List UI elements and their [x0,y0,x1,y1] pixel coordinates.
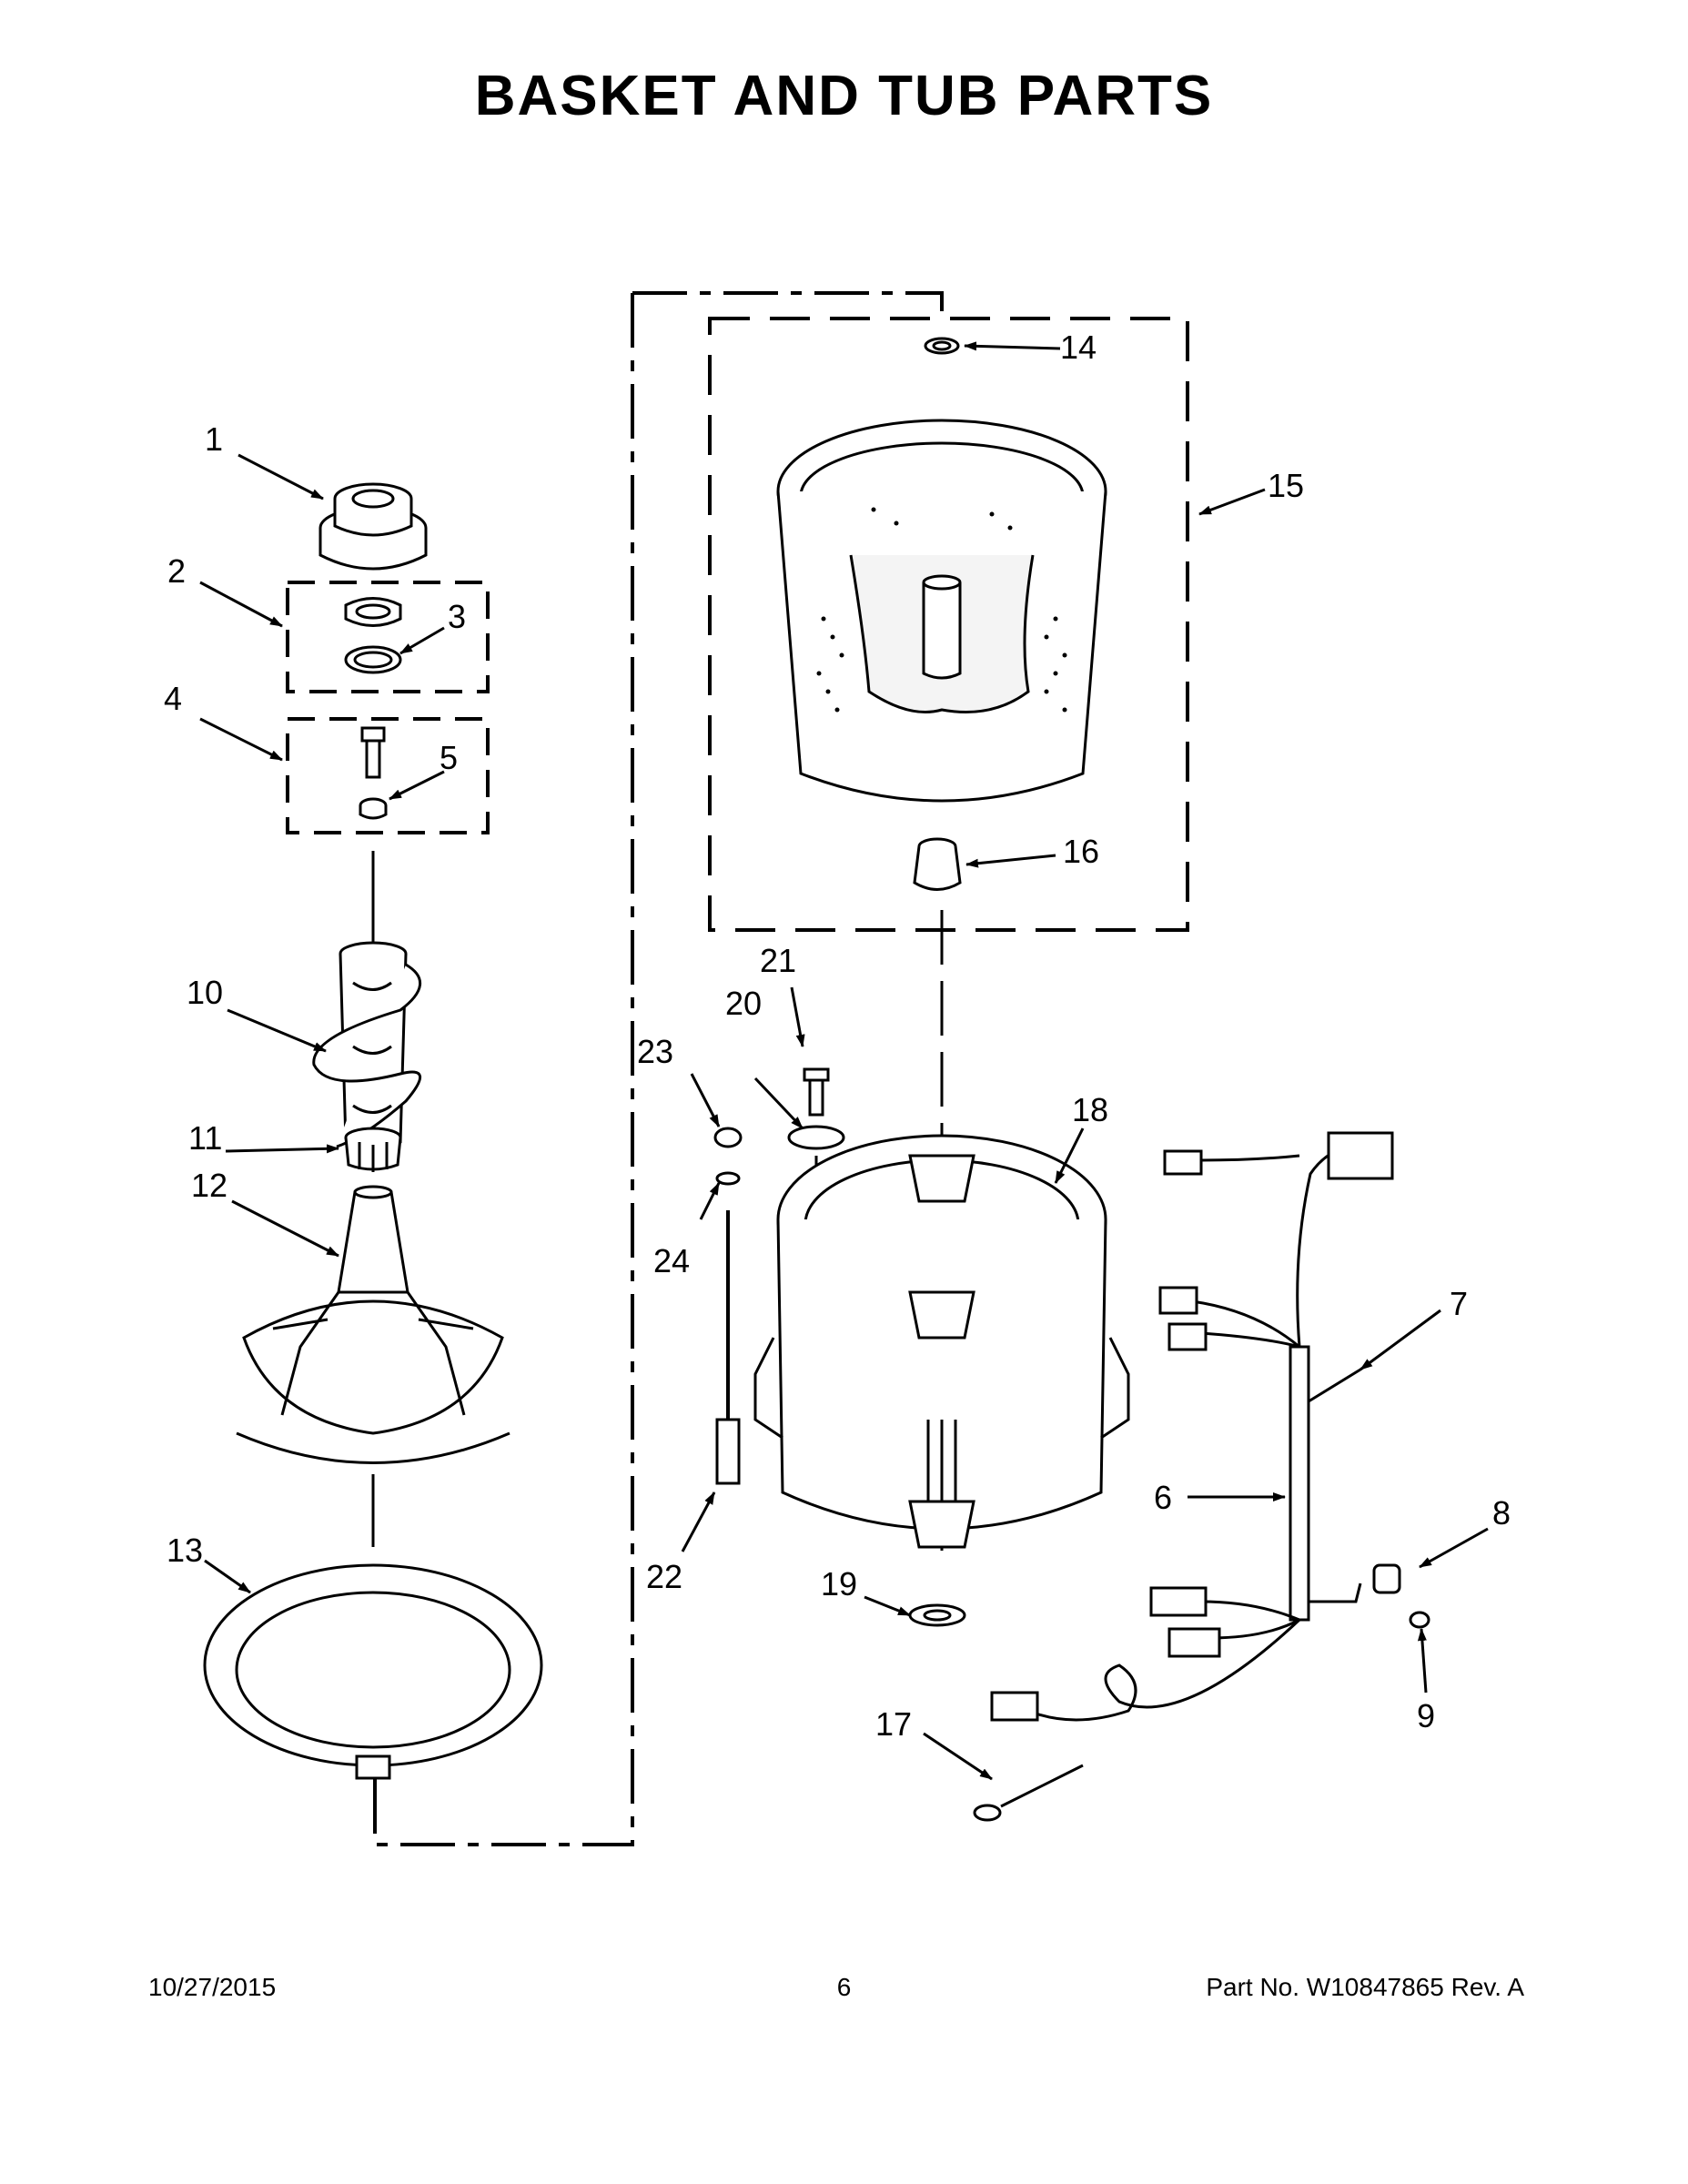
callout-7: 7 [1450,1285,1468,1322]
part-18-outer-tub [753,1134,1130,1549]
callout-14: 14 [1060,329,1097,366]
box-2 [286,581,490,693]
grouping-lines [286,291,1189,1846]
callout-17: 17 [875,1705,912,1743]
callout-16: 16 [1063,833,1099,870]
callout-21: 21 [760,942,796,979]
callout-11: 11 [188,1119,222,1157]
part-14-nut [924,337,960,355]
assembly-outline [373,291,944,1846]
part-22-23-24-suspension [713,1127,743,1485]
part-8-9-clamp-screw [1372,1563,1430,1629]
box-15 [708,317,1189,932]
callout-numbers: 1 2 3 4 5 6 7 8 9 10 11 12 13 14 15 16 1… [164,329,1511,1743]
part-12-agitator-base [236,1185,510,1464]
box-4 [286,717,490,834]
callout-1: 1 [205,420,223,458]
callout-3: 3 [448,598,466,635]
callout-22: 22 [646,1558,682,1595]
part-6-7-wire-harness [990,1131,1394,1722]
part-11-drive-bell [344,1127,402,1172]
callout-8: 8 [1492,1494,1511,1532]
callout-20: 20 [725,985,762,1022]
part-10-auger [312,941,422,1149]
part-20-21-bracket-screw [787,1067,845,1150]
part-1-cap [318,482,428,571]
part-4-5-bolt-washer [359,726,388,820]
part-16-hub [913,837,962,891]
callout-5: 5 [440,739,458,776]
callout-10: 10 [187,974,223,1011]
callout-18: 18 [1072,1091,1108,1128]
part-17-sensor [973,1764,1084,1822]
callout-6: 6 [1154,1479,1172,1516]
leader-arrows [199,341,1489,1781]
callout-24: 24 [653,1242,690,1279]
footer-date: 10/27/2015 [148,1973,277,2001]
callout-13: 13 [167,1532,203,1569]
callout-12: 12 [191,1167,227,1204]
part-13-balance-ring [203,1563,543,1780]
callout-19: 19 [821,1565,857,1603]
callout-4: 4 [164,680,182,717]
callout-15: 15 [1268,467,1304,504]
footer-page-number: 6 [836,1973,852,2001]
basket-perforations [816,507,1067,713]
footer-part-number: Part No. W10847865 Rev. A [1206,1973,1524,2001]
part-2-3-cam-washer [344,597,402,674]
part-19-seal [908,1603,966,1627]
callout-2: 2 [167,552,186,590]
page-title: BASKET AND TUB PARTS [474,65,1214,127]
callout-23: 23 [637,1033,673,1070]
part-15-basket [776,419,1107,803]
callout-9: 9 [1417,1697,1435,1734]
